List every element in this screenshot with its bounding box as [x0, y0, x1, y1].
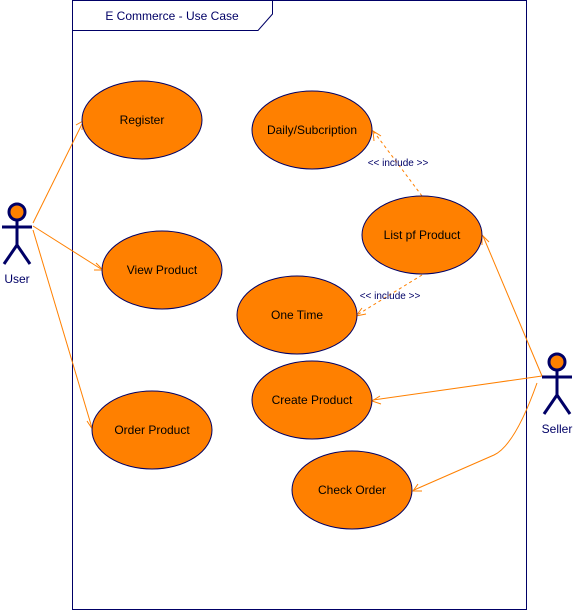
actor-seller-label: Seller	[542, 422, 573, 436]
arrowhead-check-order	[412, 483, 422, 492]
use-case-view-product-shape	[101, 230, 223, 310]
use-case-order-product[interactable]: Order Product	[91, 390, 213, 470]
assoc-user-order-product	[32, 229, 93, 429]
user-actor-leg-left	[2, 244, 19, 265]
assoc-seller-check-order	[413, 382, 538, 491]
actor-user[interactable]	[2, 202, 32, 265]
use-case-list-of-product-shape	[361, 195, 483, 275]
assoc-user-register	[32, 123, 83, 224]
use-case-create-product[interactable]: Create Product	[251, 360, 373, 440]
user-actor-leg-right	[15, 244, 32, 265]
seller-actor-leg-right	[555, 394, 572, 415]
seller-actor-icon	[547, 352, 567, 372]
use-case-create-product-label: Create Product	[272, 393, 353, 407]
use-case-check-order-shape	[291, 450, 413, 530]
use-case-create-product-shape	[251, 360, 373, 440]
include-daily-arrowhead	[372, 130, 382, 142]
use-case-one-time[interactable]: One Time	[236, 275, 358, 355]
actor-seller[interactable]	[542, 352, 572, 415]
include-daily-line	[373, 131, 423, 197]
use-case-one-time-label: One Time	[271, 308, 323, 322]
use-case-view-product[interactable]: View Product	[101, 230, 223, 310]
use-case-view-product-label: View Product	[127, 263, 198, 277]
assoc-user-view-product	[32, 225, 102, 270]
use-case-register[interactable]: Register	[81, 80, 203, 160]
system-title-tab	[72, 0, 273, 31]
system-title: E Commerce - Use Case	[105, 9, 239, 23]
include-one-time-line	[356, 274, 423, 316]
use-case-daily-subscription[interactable]: Daily/Subcription	[251, 90, 373, 170]
use-case-one-time-shape	[236, 275, 358, 355]
assoc-seller-list-product	[482, 235, 543, 377]
use-case-register-shape	[81, 80, 203, 160]
use-case-register-label: Register	[120, 113, 165, 127]
use-case-daily-subscription-shape	[251, 90, 373, 170]
seller-actor-leg-left	[542, 394, 559, 415]
actor-user-label: User	[4, 272, 29, 286]
use-case-list-of-product-label: List pf Product	[384, 228, 461, 242]
use-case-list-of-product[interactable]: List pf Product	[361, 195, 483, 275]
use-case-order-product-label: Order Product	[114, 423, 190, 437]
user-actor-icon	[7, 202, 27, 222]
use-case-daily-subscription-label: Daily/Subcription	[267, 123, 357, 137]
use-case-order-product-shape	[91, 390, 213, 470]
use-case-check-order-label: Check Order	[318, 483, 386, 497]
assoc-seller-create-product	[372, 375, 543, 401]
include-label-one-time: << include >>	[360, 291, 421, 302]
include-label-daily: << include >>	[368, 158, 429, 169]
use-case-check-order[interactable]: Check Order	[291, 450, 413, 530]
